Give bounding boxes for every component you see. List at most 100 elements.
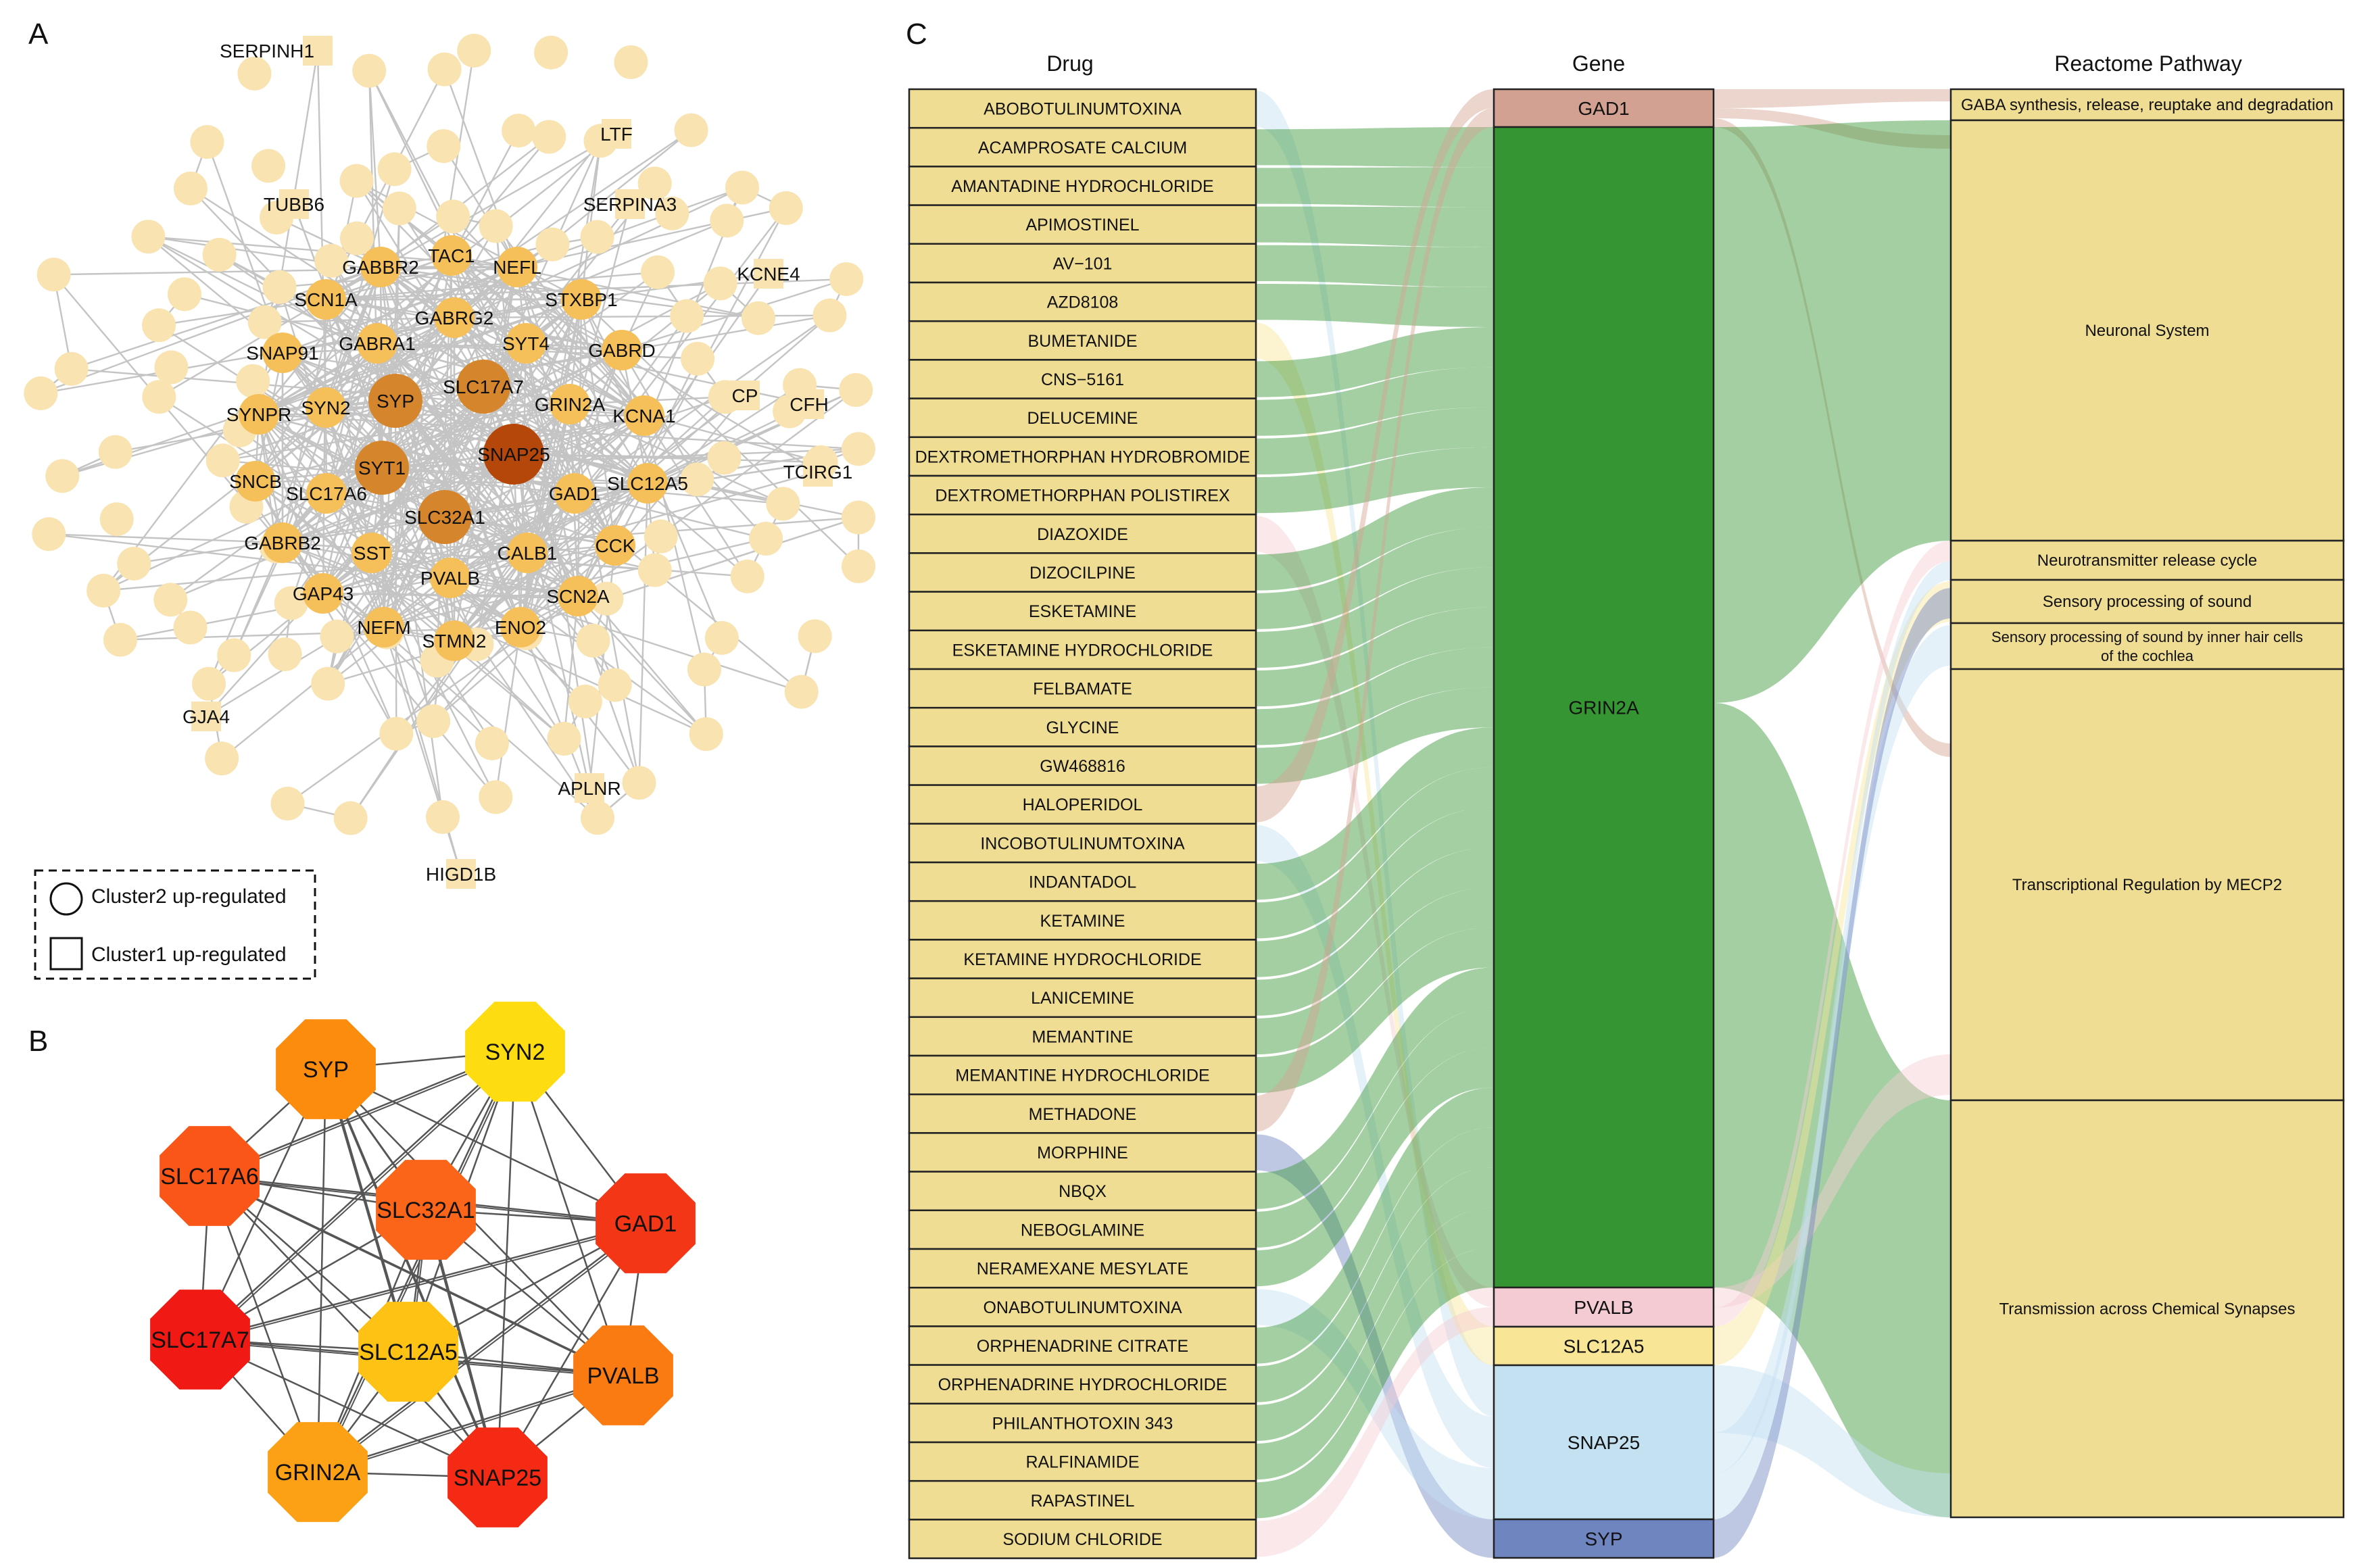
network-edge xyxy=(525,342,810,406)
drug-label: MEMANTINE HYDROCHLORIDE xyxy=(955,1067,1209,1085)
sankey-diagram: Drug Gene Reactome Pathway ABOBOTULINUMT… xyxy=(908,51,2345,1559)
sankey-link xyxy=(1256,967,1494,1209)
sankey-link xyxy=(1256,407,1494,474)
network-edge xyxy=(258,413,859,450)
peripheral-node xyxy=(142,380,176,414)
gene-node-label: NEFM xyxy=(357,617,410,638)
hub-edge xyxy=(209,1175,624,1377)
drug-label: ORPHENADRINE HYDROCHLORIDE xyxy=(938,1375,1228,1394)
hub-edge xyxy=(199,1338,498,1479)
gene-node-label: CALB1 xyxy=(498,543,558,564)
hub-node xyxy=(376,1160,476,1260)
drug-label: METHADONE xyxy=(1029,1105,1137,1124)
hub-node-label: SYP xyxy=(303,1057,349,1083)
gene-node-label: SYN2 xyxy=(301,397,350,418)
peripheral-node xyxy=(707,441,742,475)
gene-node xyxy=(550,384,590,424)
gene-node xyxy=(602,330,642,370)
hub-edge xyxy=(201,1225,648,1342)
drug-label: ACAMPROSATE CALCIUM xyxy=(978,139,1187,157)
gene-node xyxy=(351,533,392,573)
network-edge xyxy=(647,384,800,485)
peripheral-node xyxy=(314,243,349,278)
hub-node xyxy=(358,1302,458,1402)
legend-square-icon xyxy=(49,937,83,971)
network-edge xyxy=(520,483,648,628)
gene-node xyxy=(497,247,537,287)
gene-node xyxy=(357,323,397,364)
sankey-link xyxy=(1256,487,1494,591)
drug-node xyxy=(908,861,1257,902)
peripheral-node xyxy=(117,546,151,581)
gene-node-label: SYP xyxy=(377,391,414,412)
drug-label: AZD8108 xyxy=(1047,293,1119,312)
gene-node-label: SNAP25 xyxy=(477,444,550,465)
pathway-node xyxy=(1949,668,2345,1102)
peripheral-node xyxy=(436,199,470,234)
hub-edge xyxy=(514,1051,625,1376)
peripheral-node xyxy=(644,519,678,554)
drug-label: AV−101 xyxy=(1053,254,1113,273)
hub-node-label: PVALB xyxy=(587,1363,659,1389)
gene-node xyxy=(483,424,544,485)
peripheral-node xyxy=(670,299,704,333)
pathway-label: GABA synthesis, release, reuptake and de… xyxy=(1961,96,2333,114)
hub-edge xyxy=(201,1053,518,1342)
pathway-label: Sensory processing of sound by inner hai… xyxy=(1991,629,2303,645)
network-edge xyxy=(444,482,648,518)
square-node xyxy=(446,859,476,889)
peripheral-node xyxy=(236,364,270,398)
drug-label: NERAMEXANE MESYLATE xyxy=(977,1260,1189,1279)
gene-node xyxy=(554,473,595,514)
sankey-link xyxy=(1256,322,1494,1366)
drug-node xyxy=(908,126,1257,168)
square-node-label: SERPINA3 xyxy=(583,194,677,215)
gene-node-label: STMN2 xyxy=(422,631,487,652)
gene-node xyxy=(364,607,404,647)
drug-node xyxy=(908,320,1257,361)
peripheral-node xyxy=(339,164,374,198)
pathway-label: of the cochlea xyxy=(2101,647,2194,664)
network-edge xyxy=(325,266,382,494)
square-node-label: LTF xyxy=(600,124,633,145)
drug-node xyxy=(908,784,1257,825)
network-edge xyxy=(450,577,802,693)
drug-label: PHILANTHOTOXIN 343 xyxy=(992,1414,1173,1433)
network-edge xyxy=(380,136,550,268)
network-edge xyxy=(451,255,571,405)
drug-label: DEXTROMETHORPHAN POLISTIREX xyxy=(935,487,1230,506)
hub-edge xyxy=(211,1177,626,1378)
network-edge xyxy=(377,342,645,417)
gene-node-label: SYT4 xyxy=(502,333,550,354)
drug-label: DIAZOXIDE xyxy=(1037,525,1128,544)
square-node-label: SERPINH1 xyxy=(220,41,314,62)
gene-node xyxy=(627,463,668,504)
network-edge xyxy=(380,266,571,405)
sankey-link xyxy=(1256,687,1494,784)
drug-label: ESKETAMINE HYDROCHLORIDE xyxy=(952,641,1213,660)
drug-node xyxy=(908,1209,1257,1250)
network-edge xyxy=(49,533,283,544)
sankey-link xyxy=(1256,607,1494,707)
peripheral-node xyxy=(842,549,875,583)
sankey-link xyxy=(1256,767,1494,939)
peripheral-node xyxy=(637,166,672,201)
drug-node xyxy=(908,1132,1257,1173)
gene-node-label: GAD1 xyxy=(549,483,600,504)
sankey-link xyxy=(1256,887,1494,1054)
gene-node xyxy=(1493,1364,1715,1521)
sankey-link xyxy=(1714,561,1951,1519)
network-edge xyxy=(322,299,327,594)
network-edge xyxy=(258,133,617,415)
gene-node xyxy=(303,573,343,614)
peripheral-node xyxy=(704,620,739,655)
peripheral-node xyxy=(681,341,715,376)
peripheral-node xyxy=(427,52,462,87)
network-edge xyxy=(443,145,649,484)
gene-label: SNAP25 xyxy=(1568,1432,1640,1453)
hub-node-label: SLC12A5 xyxy=(359,1340,458,1365)
